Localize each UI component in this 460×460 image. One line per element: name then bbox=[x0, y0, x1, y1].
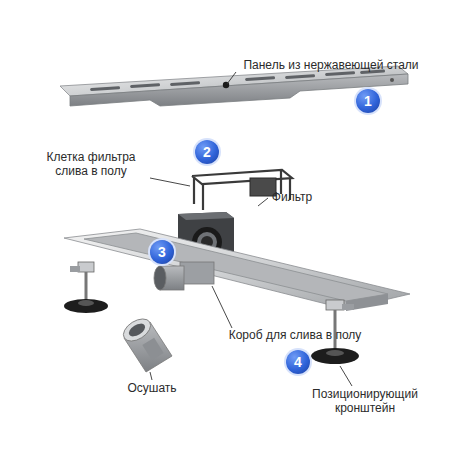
positioning-bracket-part bbox=[78, 262, 94, 272]
steel-panel-part-part bbox=[90, 86, 120, 91]
callout-number: 4 bbox=[286, 350, 310, 374]
drain-channel bbox=[64, 229, 410, 311]
leader-line-part bbox=[150, 178, 190, 186]
callout-number: 3 bbox=[150, 240, 174, 264]
part-label: Панель из нержавеющей стали bbox=[236, 58, 426, 72]
steel-panel-part-part bbox=[245, 76, 275, 81]
callout-number: 2 bbox=[195, 140, 219, 164]
positioning-bracket-part bbox=[311, 348, 359, 364]
positioning-bracket-part bbox=[70, 266, 80, 272]
filter-cage-part bbox=[192, 170, 292, 184]
drain-channel-part bbox=[64, 229, 410, 309]
callout-number-text: 1 bbox=[364, 94, 372, 108]
positioning-bracket-part bbox=[64, 299, 108, 313]
callout-number-text: 2 bbox=[203, 145, 211, 159]
steel-panel-part-part bbox=[170, 81, 200, 86]
leader-line-part bbox=[258, 198, 268, 206]
part-label: Клетка фильтра слива в полу bbox=[30, 150, 152, 178]
drain-channel-part bbox=[180, 262, 214, 284]
part-label: Позиционирующий кронштейн bbox=[300, 387, 430, 415]
positioning-bracket-part bbox=[326, 350, 344, 356]
part-label: Короб для слива в полу bbox=[215, 328, 375, 342]
drain-pipe-part bbox=[127, 321, 148, 339]
positioning-bracket-part bbox=[342, 304, 354, 310]
callout-number: 1 bbox=[356, 89, 380, 113]
drain-pipe-part bbox=[142, 338, 163, 361]
positioning-bracket-part bbox=[78, 300, 94, 306]
filter-cage-part bbox=[202, 184, 204, 210]
part-label: Осушать bbox=[112, 381, 192, 395]
drain-channel-part bbox=[84, 233, 388, 301]
leader-line-part bbox=[212, 286, 232, 328]
part-label: Фильтр bbox=[262, 190, 322, 204]
steel-panel-part bbox=[390, 78, 394, 82]
positioning-bracket-part bbox=[326, 300, 344, 310]
drain-channel-part bbox=[154, 266, 166, 290]
filter-cage-part bbox=[193, 177, 195, 204]
leader-line-part bbox=[150, 372, 152, 380]
callout-number-text: 3 bbox=[158, 245, 166, 259]
steel-panel-part bbox=[90, 70, 385, 91]
callout-number-text: 4 bbox=[294, 355, 302, 369]
drain-pipe bbox=[120, 314, 172, 372]
leader-line-part bbox=[227, 72, 236, 84]
steel-panel-part-part bbox=[130, 83, 160, 88]
positioning-bracket bbox=[64, 262, 108, 313]
steel-panel-part-part bbox=[285, 74, 315, 79]
leader-line-part bbox=[340, 366, 352, 386]
filter-box-part bbox=[178, 212, 234, 220]
